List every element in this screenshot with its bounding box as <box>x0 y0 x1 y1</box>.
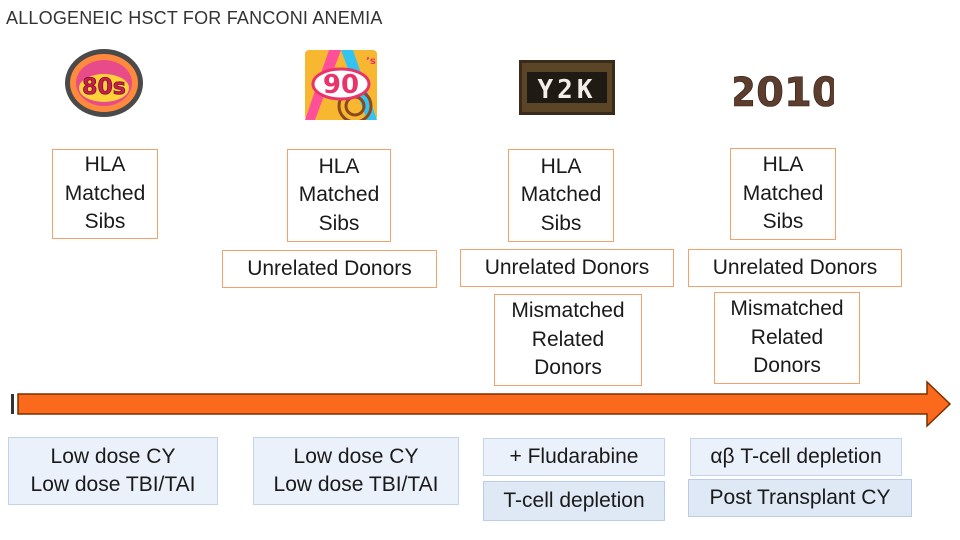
fludarabine-box: + Fludarabine <box>483 438 665 476</box>
logo-90s-text: 90 <box>323 70 359 100</box>
post-transplant-cy-box: Post Transplant CY <box>688 479 912 517</box>
hla-matched-sibs-box-2010: HLA Matched Sibs <box>730 148 836 240</box>
tcell-depletion-box: T-cell depletion <box>483 481 665 521</box>
unrelated-donors-box-2010: Unrelated Donors <box>688 249 902 287</box>
timeline-arrow <box>11 380 952 428</box>
mismatched-related-donors-box-2010: Mismatched Related Donors <box>714 292 860 384</box>
hla-matched-sibs-box-90s: HLA Matched Sibs <box>287 149 391 242</box>
badge-80s-icon: 80s <box>65 49 143 117</box>
logo-y2k-text: Y2K <box>538 75 597 105</box>
logo-2010-text: 2010 <box>734 70 834 115</box>
unrelated-donors-box-90s: Unrelated Donors <box>222 250 437 288</box>
conditioning-box-90s: Low dose CY Low dose TBI/TAI <box>253 437 459 505</box>
hla-matched-sibs-box-80s: HLA Matched Sibs <box>52 149 158 239</box>
ab-tcell-depletion-box: αβ T-cell depletion <box>690 438 902 476</box>
retro-90s-icon: 90 ’s <box>305 50 377 120</box>
svg-text:’s: ’s <box>366 56 376 67</box>
hla-matched-sibs-box-y2k: HLA Matched Sibs <box>508 149 614 242</box>
unrelated-donors-box-y2k: Unrelated Donors <box>460 249 674 287</box>
logo-80s-text: 80s <box>82 75 126 100</box>
conditioning-box-80s: Low dose CY Low dose TBI/TAI <box>8 437 218 505</box>
y2k-plaque-icon: Y2K <box>519 60 615 115</box>
mismatched-related-donors-box-y2k: Mismatched Related Donors <box>494 294 642 386</box>
numeric-2010-icon: 2010 <box>734 60 834 115</box>
page-title: ALLOGENEIC HSCT FOR FANCONI ANEMIA <box>6 8 383 28</box>
